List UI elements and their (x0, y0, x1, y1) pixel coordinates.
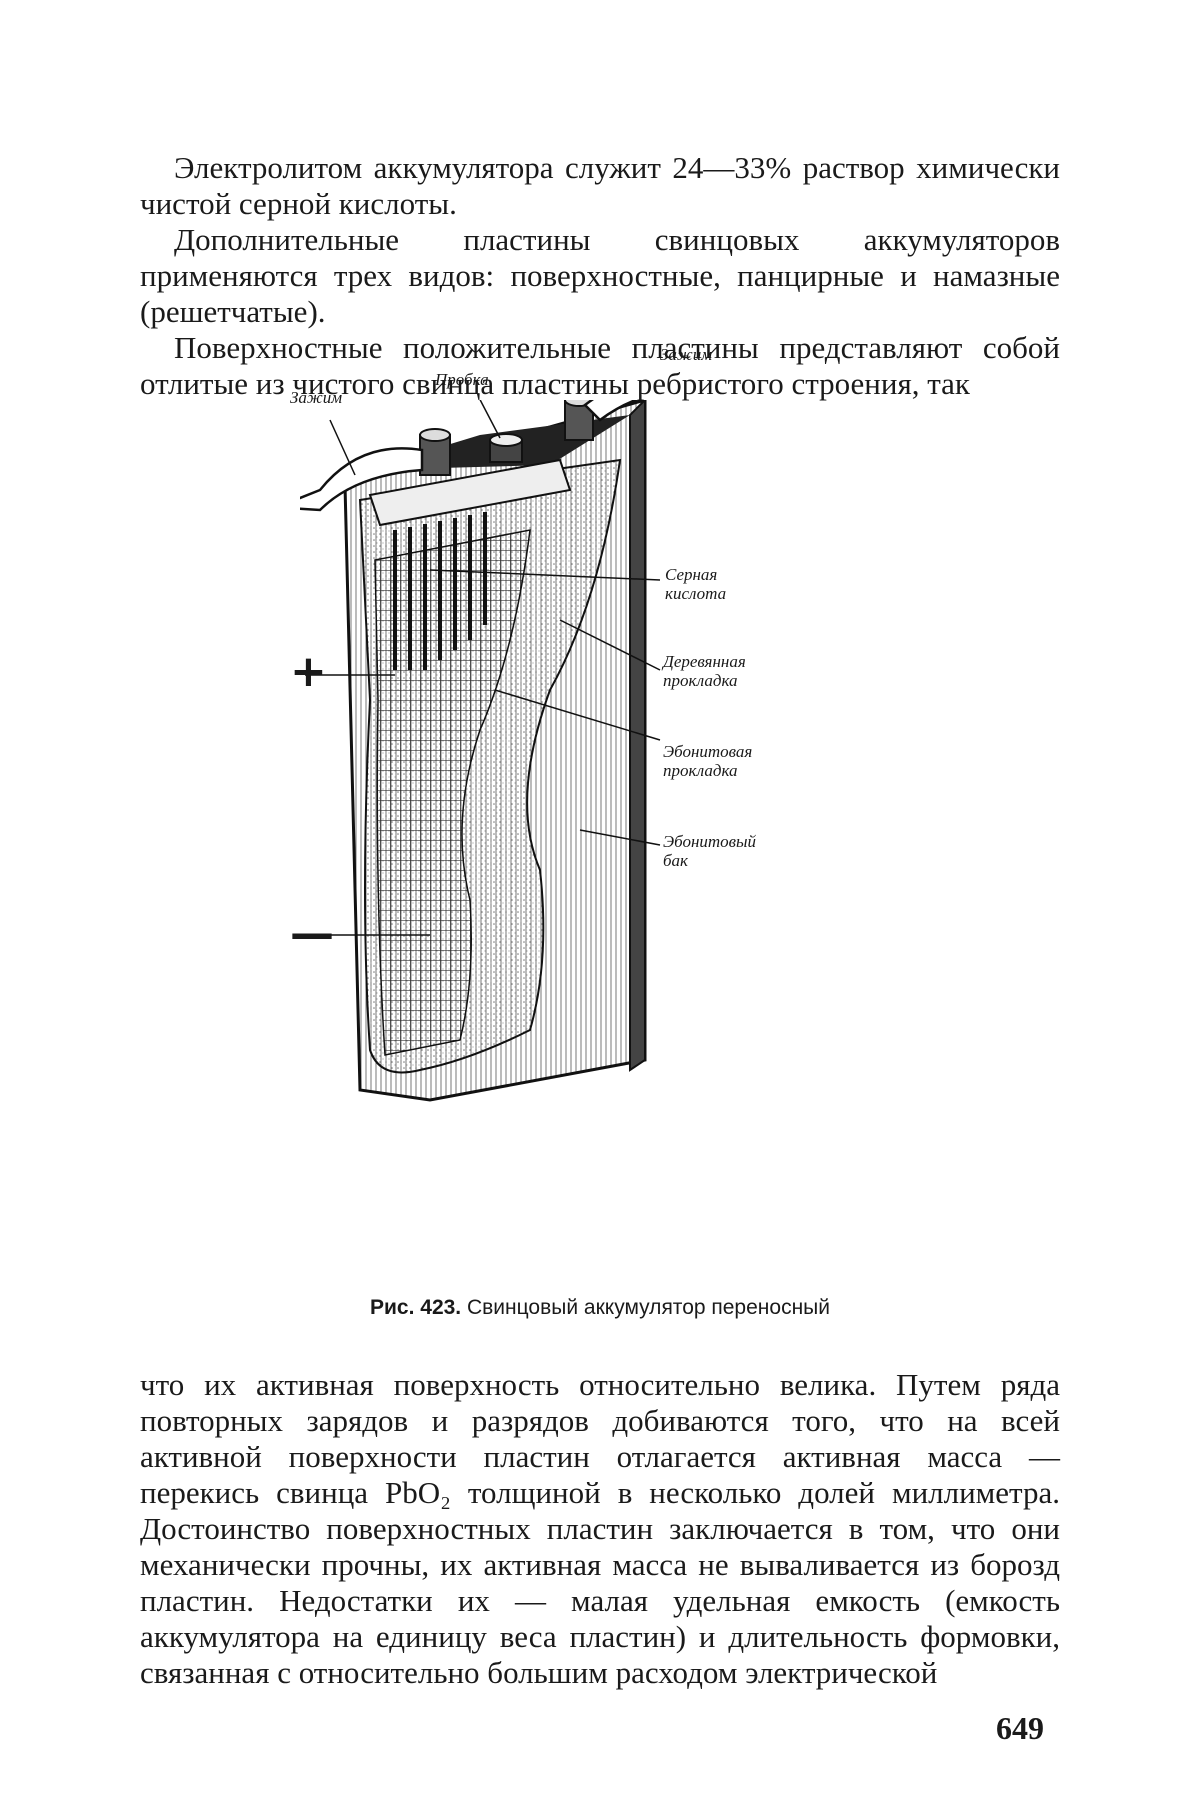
plug (489, 433, 523, 463)
terminal-left (419, 428, 451, 476)
label-ebonite-tank: Эбонитовый бак (663, 832, 757, 870)
caption-number: Рис. 423. (370, 1296, 462, 1319)
ebonite-tank-side (629, 397, 646, 1072)
label-acid: Серная кислота (665, 565, 727, 603)
paragraph-continuation: что их активная поверхность относительно… (140, 1367, 1060, 1690)
accumulator-illustration (285, 369, 721, 1102)
caption-text: Свинцовый аккумулятор переносный (466, 1296, 830, 1319)
text-bottom: что их активная поверхность относительно… (140, 1367, 1060, 1691)
label-clamp-left: Зажим (290, 388, 343, 407)
ribbed-plates (393, 512, 487, 670)
label-plus: + (290, 646, 327, 697)
label-ebonite-spacer: Эбонитовая прокладка (663, 742, 753, 780)
paragraph-plate-types: Дополнительные пластины свинцовых аккуму… (140, 222, 1060, 329)
label-minus: — (290, 908, 334, 959)
text-top: Электролитом аккумулятора служит 24—33% … (140, 150, 1060, 402)
paragraph-electrolyte: Электролитом аккумулятора служит 24—33% … (140, 150, 1060, 221)
label-wood-spacer: Деревянная прокладка (663, 652, 746, 690)
figure-lead-accumulator: Зажим Пробка Зажим Серная кислота Деревя… (285, 345, 940, 1280)
label-clamp-right: Зажим (660, 345, 713, 364)
inner-cover (368, 458, 572, 527)
paragraph-surface-plates: Поверхностные положительные пластины пре… (140, 330, 1060, 401)
leader-lines (305, 369, 701, 936)
page-number: 649 (996, 1710, 1044, 1746)
figure-caption: Рис. 423. Свинцовый аккумулятор переносн… (140, 1296, 1060, 1320)
electrode-plates (374, 529, 531, 1056)
label-plug: Пробка (435, 370, 489, 389)
clamp-right-strap (583, 373, 721, 422)
